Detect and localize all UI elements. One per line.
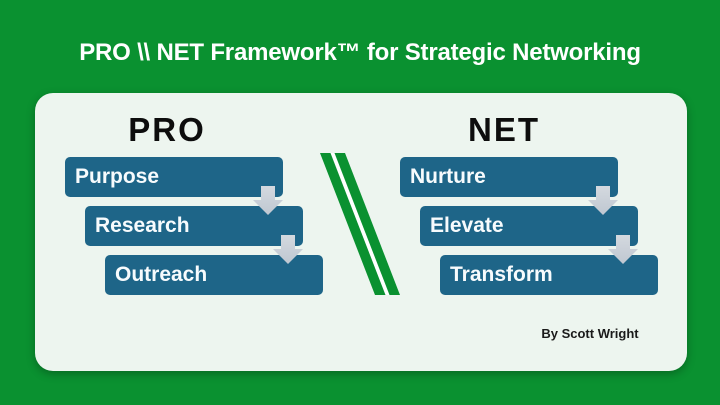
- down-arrow-icon: [608, 235, 638, 264]
- step-label: Purpose: [75, 165, 160, 188]
- step-bar-nurture: Nurture: [400, 157, 618, 197]
- down-arrow-icon: [588, 186, 618, 215]
- down-arrow-icon: [253, 186, 283, 215]
- step-label: Elevate: [430, 214, 504, 237]
- step-bar-purpose: Purpose: [65, 157, 283, 197]
- byline: By Scott Wright: [541, 326, 639, 341]
- net-column-heading: NET: [468, 111, 540, 148]
- down-arrow-icon: [273, 235, 303, 264]
- step-label: Outreach: [115, 263, 208, 286]
- step-label: Transform: [450, 263, 553, 286]
- step-bar-research: Research: [85, 206, 303, 246]
- slide-title: PRO \\ NET Framework™ for Strategic Netw…: [79, 39, 641, 66]
- pro-column-heading: PRO: [128, 111, 206, 148]
- step-label: Research: [95, 214, 190, 237]
- step-label: Nurture: [410, 165, 486, 188]
